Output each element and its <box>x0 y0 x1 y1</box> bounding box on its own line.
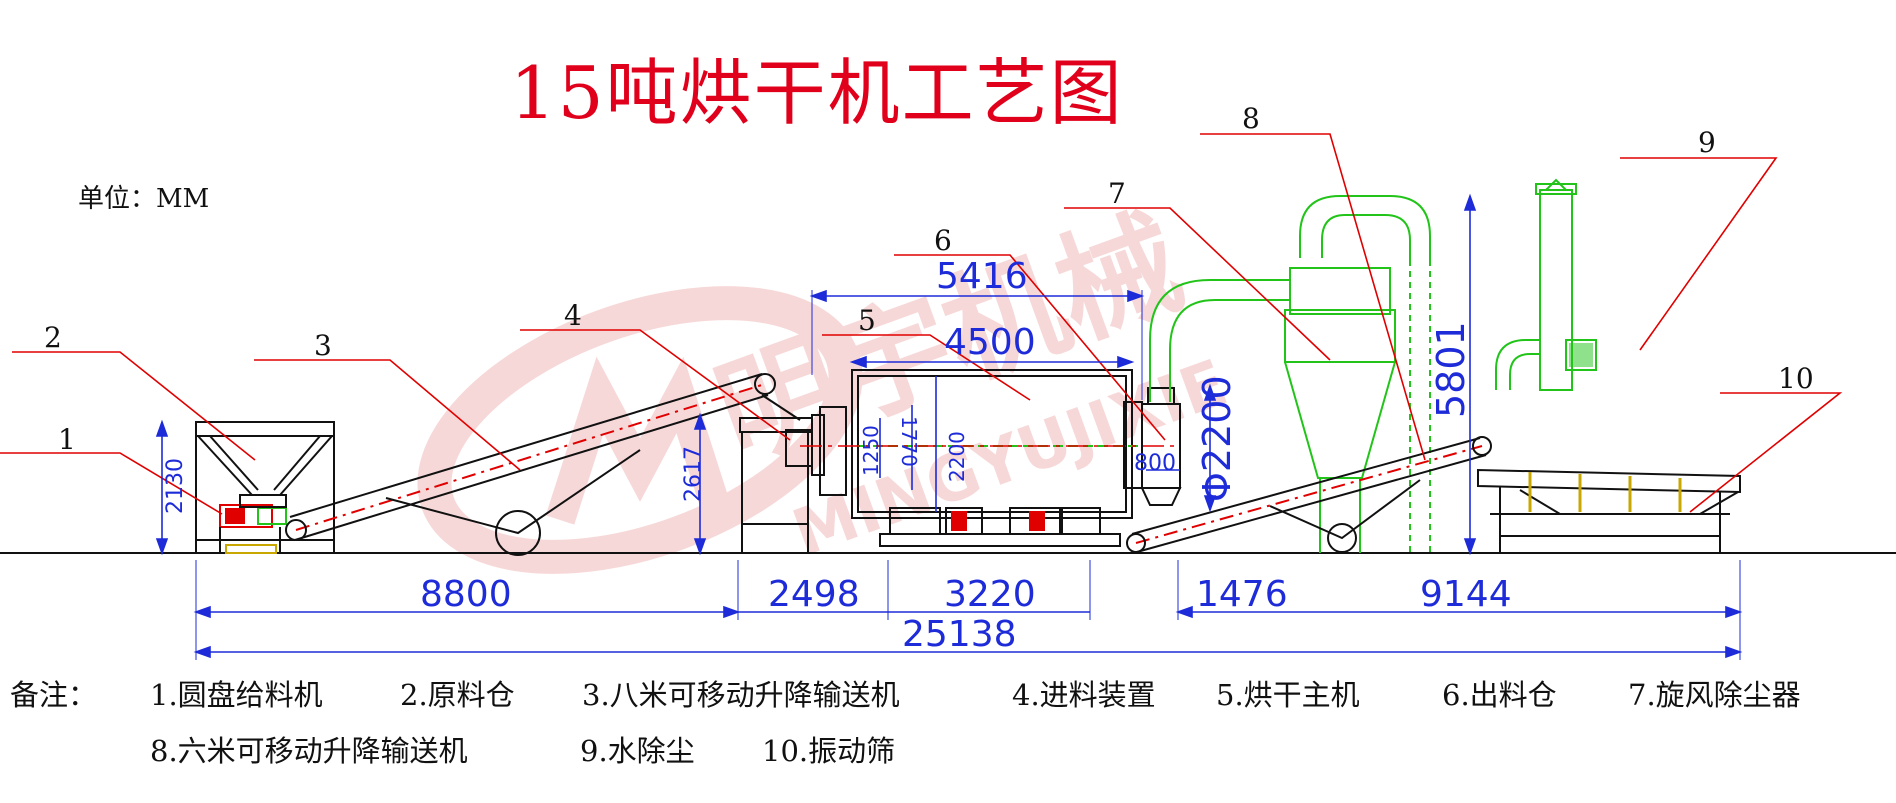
raw-material-hopper <box>195 421 335 553</box>
dim-2130: 2130 <box>163 458 188 514</box>
note-item: 6.出料仓 <box>1442 678 1557 712</box>
unit-label: 单位：MM <box>78 184 210 214</box>
callout-3: 3 <box>314 329 332 362</box>
dim-800: 800 <box>1134 451 1176 476</box>
dim-1476: 1476 <box>1196 574 1288 615</box>
callout-4: 4 <box>564 299 582 332</box>
diagram-title: 15吨烘干机工艺图 <box>510 51 1124 135</box>
dim-25138: 25138 <box>902 614 1017 655</box>
dim-2498: 2498 <box>768 574 860 615</box>
callout-1: 1 <box>58 423 76 456</box>
dim-5416: 5416 <box>936 256 1028 297</box>
leader-lines <box>0 133 1843 515</box>
callout-2: 2 <box>44 321 62 354</box>
water-dust-remover <box>1495 178 1597 391</box>
callout-9: 9 <box>1698 126 1716 159</box>
callout-6: 6 <box>934 224 952 257</box>
dim-3220: 3220 <box>944 574 1036 615</box>
callout-7: 7 <box>1108 177 1126 210</box>
feeding-device <box>739 414 825 553</box>
dim-phi2200: Φ2200 <box>1195 375 1239 502</box>
dim-1250: 1250 <box>859 425 883 476</box>
callout-10: 10 <box>1778 362 1814 395</box>
callout-numbers: 1 2 3 4 5 6 7 8 9 10 <box>44 102 1814 456</box>
dim-5801: 5801 <box>1429 321 1473 418</box>
note-item: 9.水除尘 <box>580 734 695 768</box>
vibrating-screen <box>1477 468 1741 553</box>
note-item: 10.振动筛 <box>762 734 896 768</box>
note-item: 1.圆盘给料机 <box>150 678 323 712</box>
note-item: 5.烘干主机 <box>1216 678 1360 712</box>
dim-2617: 2617 <box>681 446 706 502</box>
callout-8: 8 <box>1242 102 1260 135</box>
dim-2200: 2200 <box>945 431 969 482</box>
dimension-lines <box>155 193 1743 660</box>
notes-label: 备注： <box>10 678 98 712</box>
dim-8800: 8800 <box>420 574 512 615</box>
note-item: 8.六米可移动升降输送机 <box>150 734 468 768</box>
dim-9144: 9144 <box>1420 574 1512 615</box>
note-item: 3.八米可移动升降输送机 <box>582 678 900 712</box>
disc-feeder <box>219 504 287 554</box>
dim-1770: 1770 <box>897 416 921 467</box>
dimension-labels: 5416 4500 8800 2498 3220 1476 9144 25138… <box>163 256 1512 655</box>
conveyor-6m <box>1126 436 1492 553</box>
callout-5: 5 <box>858 304 876 337</box>
note-item: 4.进料装置 <box>1012 678 1156 712</box>
note-item: 7.旋风除尘器 <box>1628 678 1801 712</box>
conveyor-8m <box>285 373 801 556</box>
dim-4500: 4500 <box>944 322 1036 363</box>
watermark: 明宇机械 MINGYUJIXIE <box>417 193 1237 574</box>
discharge-bin <box>1140 387 1182 506</box>
note-item: 2.原料仓 <box>400 678 515 712</box>
